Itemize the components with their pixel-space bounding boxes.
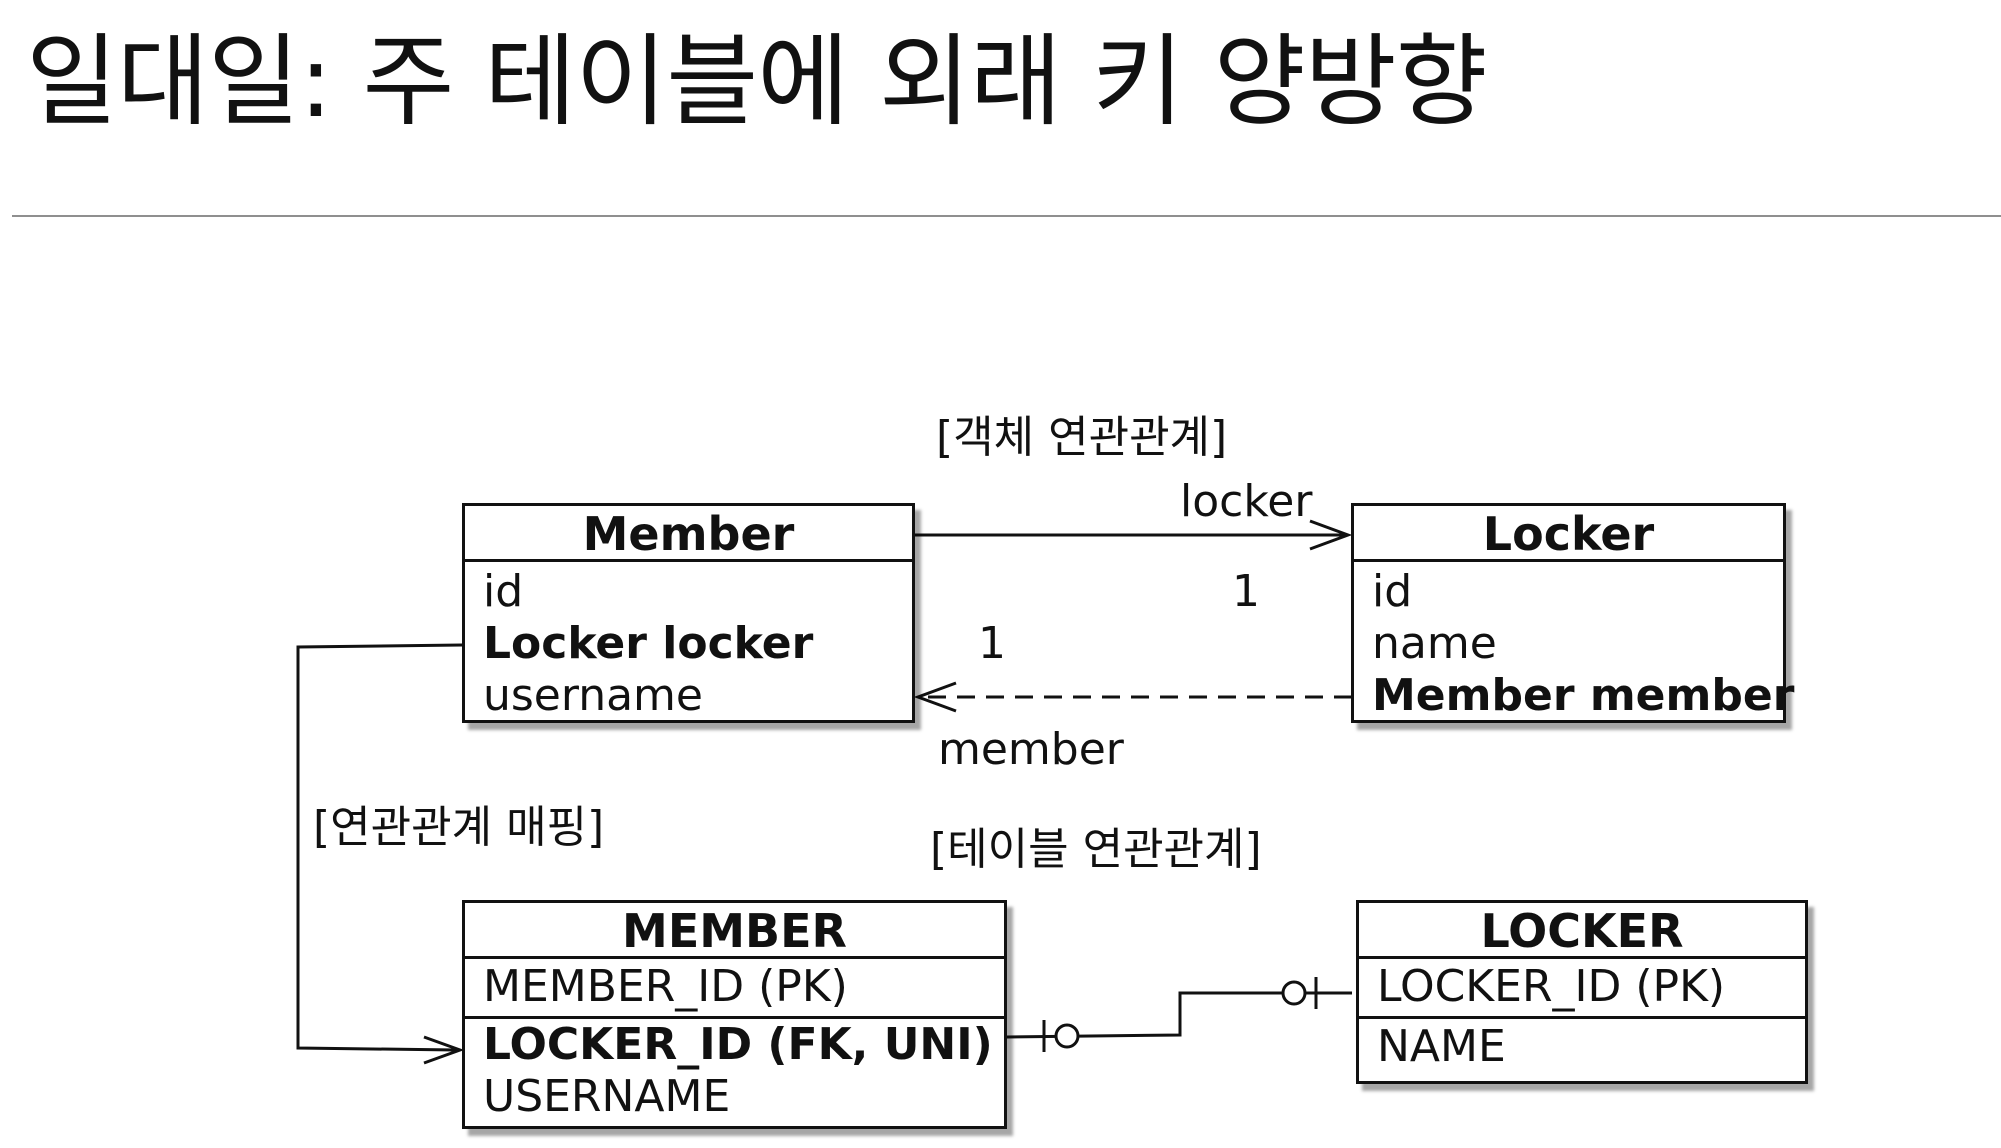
member-entity: Member id Locker locker username bbox=[462, 503, 915, 723]
association-locker-arrow bbox=[914, 519, 1353, 551]
member-multiplicity: 1 bbox=[978, 618, 1006, 669]
locker-table-pk: LOCKER_ID (PK) bbox=[1377, 961, 1726, 1012]
locker-table-columns: NAME bbox=[1359, 1019, 1805, 1073]
association-member-arrow bbox=[913, 681, 1352, 713]
slide-title: 일대일: 주 테이블에 외래 키 양방향 bbox=[26, 23, 1488, 140]
locker-table-name: LOCKER bbox=[1359, 903, 1805, 959]
member-field-locker: Locker locker bbox=[483, 618, 814, 669]
erd-relationship-line bbox=[1006, 977, 1352, 1052]
member-table: MEMBER MEMBER_ID (PK) LOCKER_ID (FK, UNI… bbox=[462, 900, 1007, 1129]
member-table-fk: LOCKER_ID (FK, UNI) bbox=[483, 1019, 993, 1070]
member-table-name: MEMBER bbox=[465, 903, 1004, 959]
mapping-label: [연관관계 매핑] bbox=[313, 802, 605, 853]
object-relationship-label: [객체 연관관계] bbox=[936, 412, 1228, 463]
member-field-username: username bbox=[483, 670, 703, 721]
locker-table-pk-section: LOCKER_ID (PK) bbox=[1359, 959, 1805, 1019]
locker-table-name-column: NAME bbox=[1377, 1021, 1506, 1072]
member-table-columns: LOCKER_ID (FK, UNI) USERNAME bbox=[465, 1019, 1004, 1123]
title-divider bbox=[12, 215, 2001, 217]
member-table-username: USERNAME bbox=[483, 1071, 731, 1122]
locker-field-label: locker bbox=[1180, 476, 1313, 527]
table-relationship-label: [테이블 연관관계] bbox=[930, 824, 1262, 875]
locker-entity-fields: id name Member member bbox=[1354, 562, 1795, 722]
locker-field-member: Member member bbox=[1372, 670, 1795, 721]
member-table-pk-section: MEMBER_ID (PK) bbox=[465, 959, 1004, 1019]
locker-table: LOCKER LOCKER_ID (PK) NAME bbox=[1356, 900, 1808, 1084]
member-entity-fields: id Locker locker username bbox=[465, 562, 912, 722]
locker-field-id: id bbox=[1372, 566, 1413, 617]
member-entity-name: Member bbox=[465, 506, 912, 562]
member-table-pk: MEMBER_ID (PK) bbox=[483, 961, 848, 1012]
member-field-id: id bbox=[483, 566, 524, 617]
locker-field-name: name bbox=[1372, 618, 1497, 669]
member-field-label: member bbox=[938, 724, 1124, 775]
locker-multiplicity: 1 bbox=[1232, 566, 1260, 617]
mapping-arrow bbox=[296, 643, 465, 1065]
locker-entity: Locker id name Member member bbox=[1351, 503, 1795, 723]
locker-entity-name: Locker bbox=[1354, 506, 1783, 562]
